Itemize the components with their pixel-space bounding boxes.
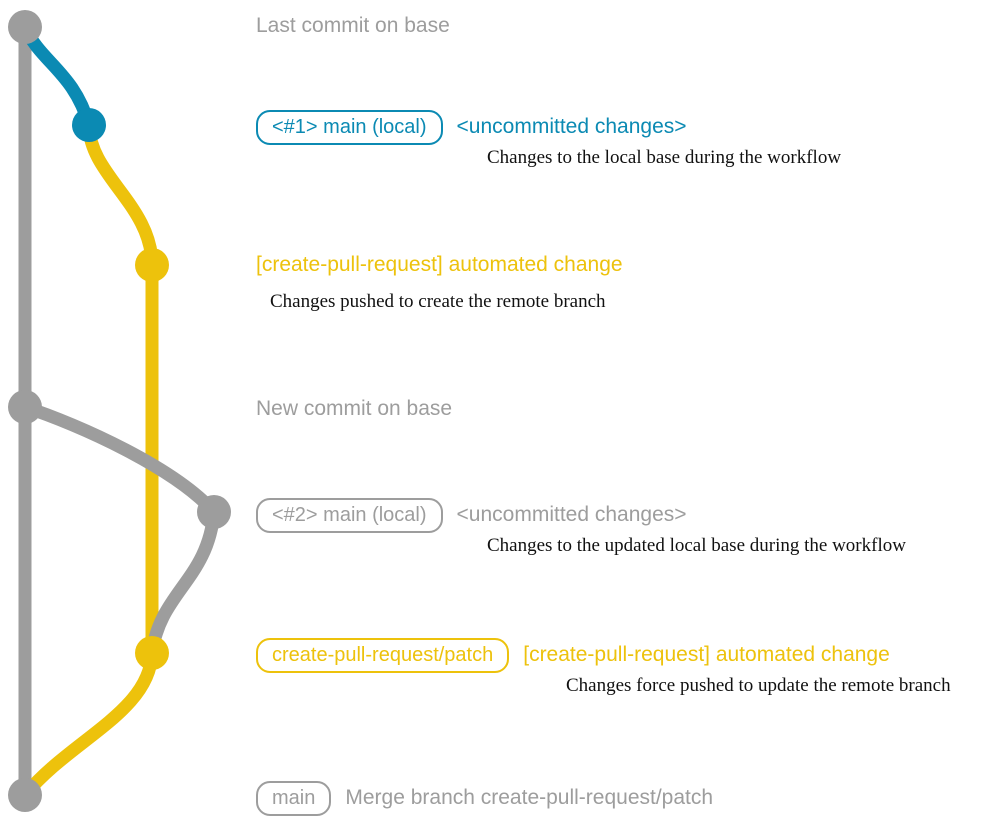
branch-pill-main-local-1[interactable]: <#1> main (local) <box>256 110 443 145</box>
commit-subject: <uncommitted changes> <box>456 115 687 138</box>
edge-basenew-to-local2 <box>18 400 221 519</box>
commit-node-remote-create[interactable] <box>135 248 169 282</box>
row-merge-commit: main Merge branch create-pull-request/pa… <box>256 781 713 816</box>
commit-subject: Last commit on base <box>256 14 450 37</box>
commit-node-base-head[interactable] <box>8 10 42 44</box>
edge-local1-to-remote-create <box>82 118 159 272</box>
branch-pill-main-local-2[interactable]: <#2> main (local) <box>256 498 443 533</box>
commit-node-base-merge[interactable] <box>8 778 42 812</box>
row-description: Changes pushed to create the remote bran… <box>270 291 606 312</box>
edge-base-to-local1 <box>18 20 96 132</box>
row-remote-force-push: create-pull-request/patch [create-pull-r… <box>256 638 890 673</box>
row-remote-create-branch: [create-pull-request] automated change <box>256 254 623 275</box>
row-last-commit-on-base: Last commit on base <box>256 15 450 36</box>
row-local-uncommitted-2: <#2> main (local) <uncommitted changes> <box>256 498 687 533</box>
commit-subject: <uncommitted changes> <box>456 503 687 526</box>
row-description: Changes force pushed to update the remot… <box>566 675 951 696</box>
commit-subject: [create-pull-request] automated change <box>256 253 623 276</box>
commit-node-local-2[interactable] <box>197 495 231 529</box>
row-description: Changes to the updated local base during… <box>487 535 906 556</box>
commit-node-remote-patch[interactable] <box>135 636 169 670</box>
row-new-commit-on-base: New commit on base <box>256 398 452 419</box>
row-description: Changes to the local base during the wor… <box>487 147 842 168</box>
commit-subject: Merge branch create-pull-request/patch <box>345 786 714 809</box>
branch-pill-main[interactable]: main <box>256 781 332 816</box>
edge-remote-patch-to-merge <box>18 646 159 802</box>
row-local-uncommitted-1: <#1> main (local) <uncommitted changes> <box>256 110 687 145</box>
edge-local2-to-remote-patch <box>145 505 221 660</box>
commit-node-local-1[interactable] <box>72 108 106 142</box>
commit-subject: New commit on base <box>256 397 453 420</box>
commit-node-base-new[interactable] <box>8 390 42 424</box>
commit-subject: [create-pull-request] automated change <box>523 643 890 666</box>
branch-pill-create-pull-request-patch[interactable]: create-pull-request/patch <box>256 638 510 673</box>
